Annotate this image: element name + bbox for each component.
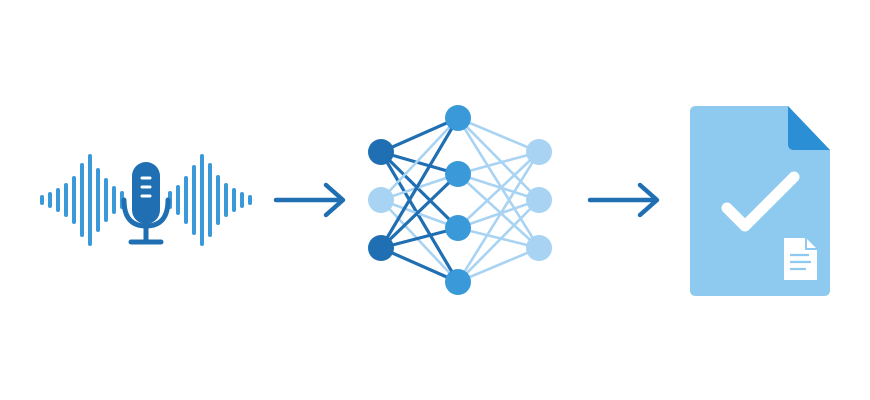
neural-network-node [526, 187, 552, 213]
neural-network-node [445, 105, 471, 131]
right-arrow-icon [587, 182, 660, 218]
neural-network-node [445, 161, 471, 187]
neural-network-connection [380, 226, 459, 250]
small-document-icon [784, 238, 817, 280]
neural-network-connection [456, 117, 541, 249]
neural-network-node [526, 235, 552, 261]
neural-network-connection [379, 151, 460, 283]
verified-document-stage [690, 106, 830, 296]
neural-network-connection [380, 199, 459, 283]
neural-network-connection [380, 198, 459, 230]
neural-network-connection [457, 199, 540, 283]
neural-network-connection [457, 173, 540, 249]
neural-network-connection [380, 172, 459, 202]
right-arrow-icon [273, 182, 346, 218]
neural-network-connection [457, 150, 540, 176]
neural-network-connection [457, 198, 540, 230]
neural-network-connections [379, 116, 541, 284]
microphone-icon [121, 162, 171, 245]
neural-network-connection [380, 117, 459, 201]
neural-network-connection [456, 151, 541, 283]
neural-network-connection [457, 116, 540, 154]
neural-network-connection [379, 172, 460, 250]
neural-network-node [526, 139, 552, 165]
neural-network-connection [457, 117, 540, 201]
neural-network-connection [379, 150, 460, 230]
neural-network-connection [379, 117, 460, 249]
neural-network-node [368, 187, 394, 213]
sound-wave-left-icon [40, 154, 124, 246]
audio-input-stage [40, 154, 252, 246]
neural-network-icon [368, 105, 552, 295]
neural-network-node [368, 235, 394, 261]
neural-network-nodes [368, 105, 552, 295]
sound-wave-right-icon [168, 154, 252, 246]
neural-network-connection [380, 246, 459, 284]
neural-network-node [445, 215, 471, 241]
checkmark-icon [721, 171, 800, 232]
neural-network-connection [380, 150, 459, 176]
neural-network-connection [457, 246, 540, 284]
neural-network-connection [380, 116, 459, 154]
neural-network-connection [457, 226, 540, 250]
neural-network-connection [457, 172, 540, 202]
neural-network-node [445, 269, 471, 295]
neural-network-node [368, 139, 394, 165]
neural-network-connection [457, 151, 540, 229]
